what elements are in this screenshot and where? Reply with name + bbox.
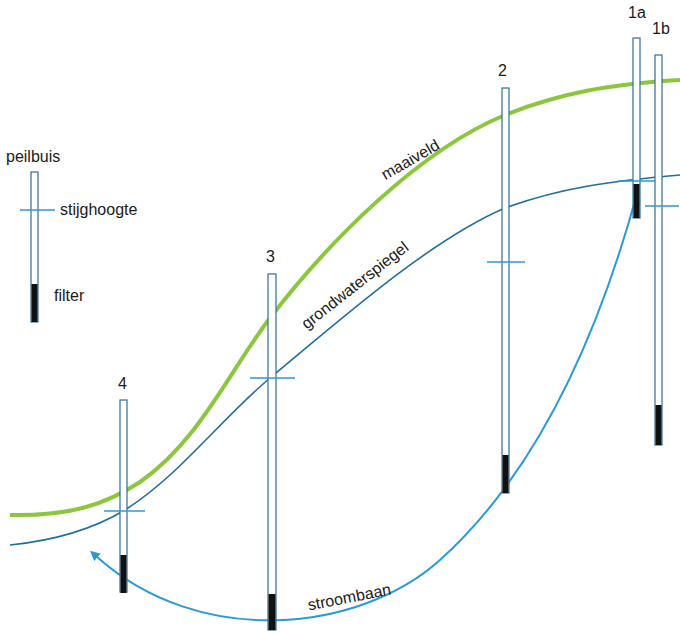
- water-table: [10, 175, 680, 545]
- piezometer-4: [104, 400, 145, 593]
- flow-path: [96, 190, 638, 620]
- piezometer-1b: [645, 55, 679, 445]
- water-table-label: grondwaterspiegel: [296, 237, 413, 334]
- callout-number: 2: [496, 62, 509, 80]
- legend-label: peilbuis: [4, 148, 62, 166]
- legend-label: filter: [52, 287, 86, 305]
- ground-surface: [10, 80, 680, 515]
- legend-label: stijghoogte: [58, 201, 139, 219]
- legend-tube: [20, 172, 55, 322]
- flow-label: stroombaan: [304, 580, 394, 615]
- piezometer-1a: [618, 38, 655, 218]
- piezometer-2: [487, 88, 525, 493]
- piezometer-3: [250, 274, 295, 630]
- callout-number: 4: [116, 375, 129, 393]
- callout-number: 1a: [626, 4, 648, 22]
- surface-label: maaiveld: [377, 135, 445, 185]
- callout-number: 3: [264, 248, 277, 266]
- callout-number: 1b: [650, 20, 672, 38]
